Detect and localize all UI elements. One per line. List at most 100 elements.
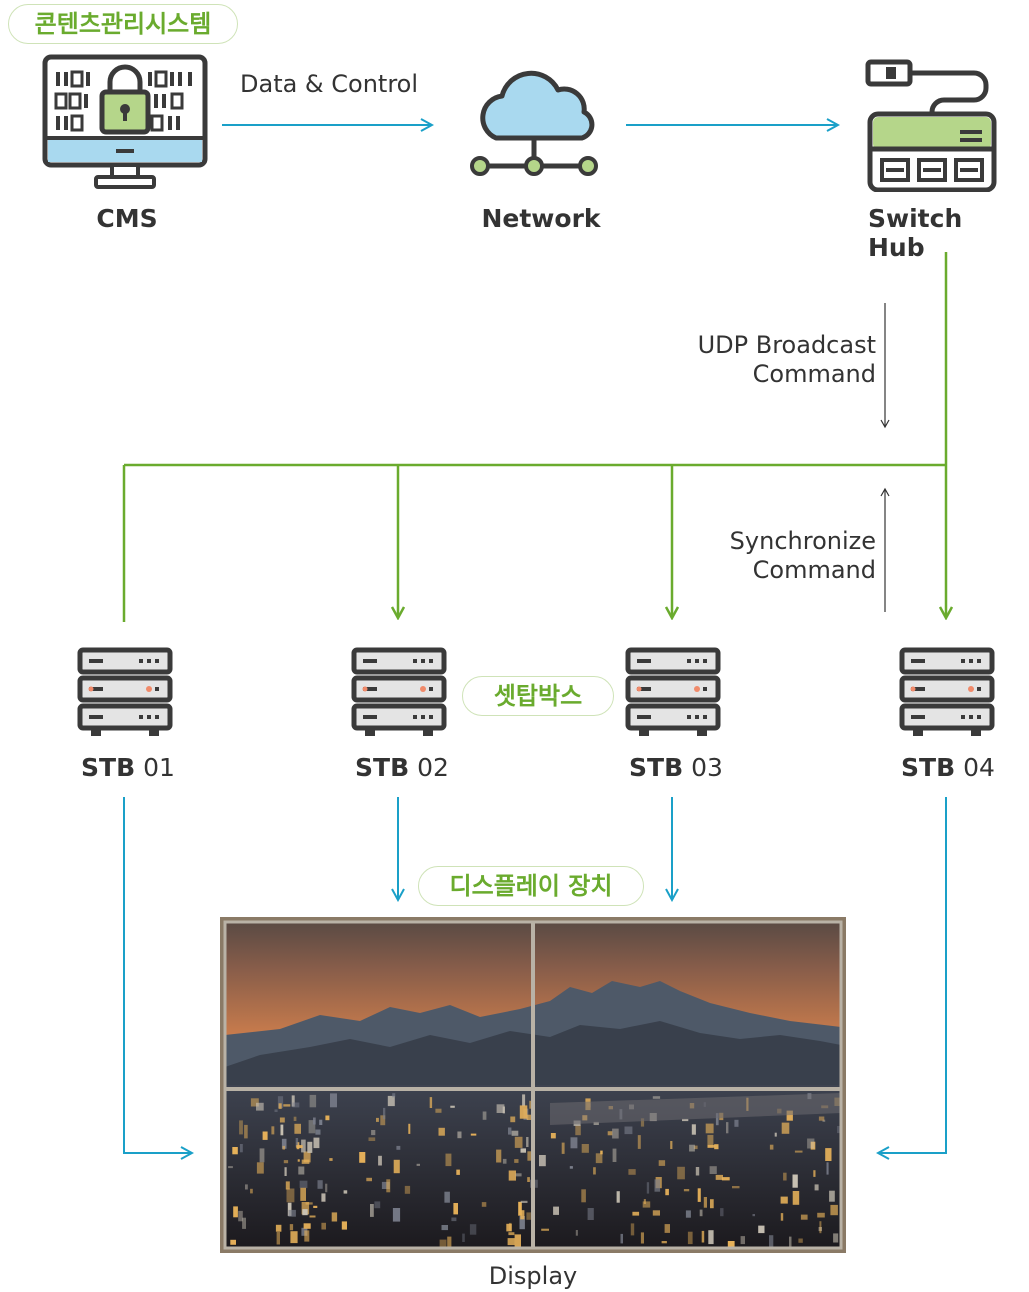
city-light	[514, 1159, 519, 1163]
city-light	[652, 1096, 661, 1099]
stb-number: 03	[691, 753, 723, 782]
city-light	[289, 1224, 294, 1231]
city-light	[371, 1130, 376, 1136]
city-light	[331, 1212, 338, 1222]
city-light	[701, 1230, 705, 1243]
city-light	[451, 1217, 457, 1222]
city-light	[732, 1186, 740, 1189]
stb-badge: 셋탑박스	[462, 676, 614, 716]
udp-line2: Command	[752, 360, 876, 388]
city-light	[319, 1119, 323, 1125]
city-light	[632, 1211, 640, 1216]
city-light	[677, 1166, 685, 1180]
city-light	[508, 1222, 512, 1231]
city-light	[734, 1119, 739, 1127]
synchronize-label: Synchronize Command	[640, 527, 876, 585]
city-light	[715, 1113, 719, 1126]
city-light	[447, 1236, 452, 1247]
city-light	[315, 1129, 321, 1135]
city-light	[810, 1141, 816, 1150]
stb-label-01: STB 01	[58, 753, 198, 782]
city-light	[386, 1179, 391, 1193]
city-light	[726, 1122, 729, 1134]
city-light	[242, 1217, 246, 1229]
city-light	[514, 1136, 523, 1148]
city-light	[829, 1190, 835, 1202]
city-light	[520, 1210, 525, 1220]
city-light	[553, 1206, 559, 1215]
city-light	[275, 1224, 282, 1232]
city-light	[575, 1125, 581, 1136]
city-light	[519, 1105, 528, 1119]
city-light	[707, 1144, 716, 1148]
city-light	[630, 1223, 635, 1236]
city-light	[329, 1158, 333, 1161]
city-light	[600, 1150, 603, 1155]
city-light	[794, 1150, 803, 1153]
city-light	[570, 1137, 578, 1149]
city-light	[774, 1132, 777, 1137]
city-light	[654, 1179, 661, 1192]
city-light	[285, 1181, 290, 1190]
city-light	[232, 1147, 238, 1155]
city-light	[508, 1170, 516, 1181]
city-light	[758, 1225, 765, 1234]
city-light	[581, 1144, 589, 1153]
city-light	[256, 1102, 264, 1111]
city-light	[325, 1115, 330, 1121]
city-light	[294, 1123, 301, 1134]
city-light	[239, 1120, 243, 1135]
city-light	[381, 1181, 390, 1189]
city-light	[259, 1148, 265, 1163]
city-light	[575, 1230, 578, 1236]
city-light	[670, 1141, 673, 1149]
city-light	[456, 1169, 460, 1175]
display-badge: 디스플레이 장치	[418, 866, 644, 906]
city-light	[293, 1116, 297, 1121]
stb-number: 01	[143, 753, 175, 782]
city-light	[429, 1097, 433, 1108]
city-light	[439, 1239, 447, 1249]
city-light	[309, 1094, 317, 1108]
city-light	[295, 1138, 299, 1148]
stb-prefix: STB	[81, 753, 136, 782]
city-light	[502, 1158, 507, 1164]
city-light	[482, 1111, 487, 1120]
city-light	[646, 1182, 650, 1194]
city-light	[244, 1124, 248, 1139]
city-light	[508, 1127, 512, 1135]
city-light	[699, 1209, 703, 1217]
city-light	[299, 1180, 308, 1189]
city-light	[507, 1238, 515, 1246]
city-light	[515, 1173, 522, 1177]
city-light	[278, 1103, 282, 1109]
city-light	[527, 1151, 532, 1161]
city-light	[818, 1116, 825, 1121]
city-light	[620, 1233, 623, 1244]
city-light	[721, 1177, 730, 1181]
city-light	[313, 1137, 320, 1149]
city-light	[697, 1188, 701, 1202]
city-light	[309, 1215, 316, 1218]
city-light	[798, 1238, 803, 1243]
city-light	[378, 1155, 382, 1166]
stb-label-03: STB 03	[606, 753, 746, 782]
city-light	[780, 1213, 784, 1221]
city-light	[305, 1202, 313, 1205]
city-light	[587, 1208, 594, 1220]
city-light	[238, 1210, 243, 1222]
stb-prefix: STB	[901, 753, 956, 782]
city-light	[514, 1234, 521, 1248]
city-light	[283, 1160, 289, 1164]
udp-line1: UDP Broadcast	[697, 331, 876, 359]
city-light	[769, 1144, 774, 1150]
city-light	[705, 1123, 714, 1134]
city-light	[392, 1208, 401, 1222]
city-light	[595, 1153, 603, 1164]
network-label: Network	[481, 204, 601, 233]
city-light	[303, 1223, 311, 1229]
city-light	[511, 1130, 519, 1136]
city-light	[518, 1201, 522, 1216]
city-light	[317, 1180, 323, 1189]
stb04-to-display	[878, 797, 947, 1153]
